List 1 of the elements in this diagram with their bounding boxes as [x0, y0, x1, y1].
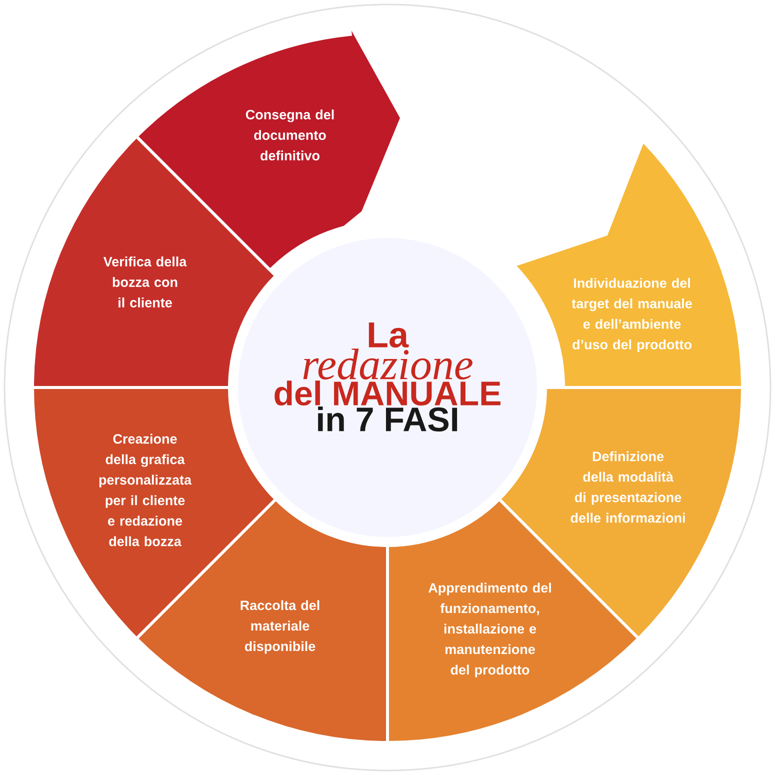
segment: Individuazione del target del manuale e dell’ambiente d’uso del prodotto — [512, 139, 744, 389]
